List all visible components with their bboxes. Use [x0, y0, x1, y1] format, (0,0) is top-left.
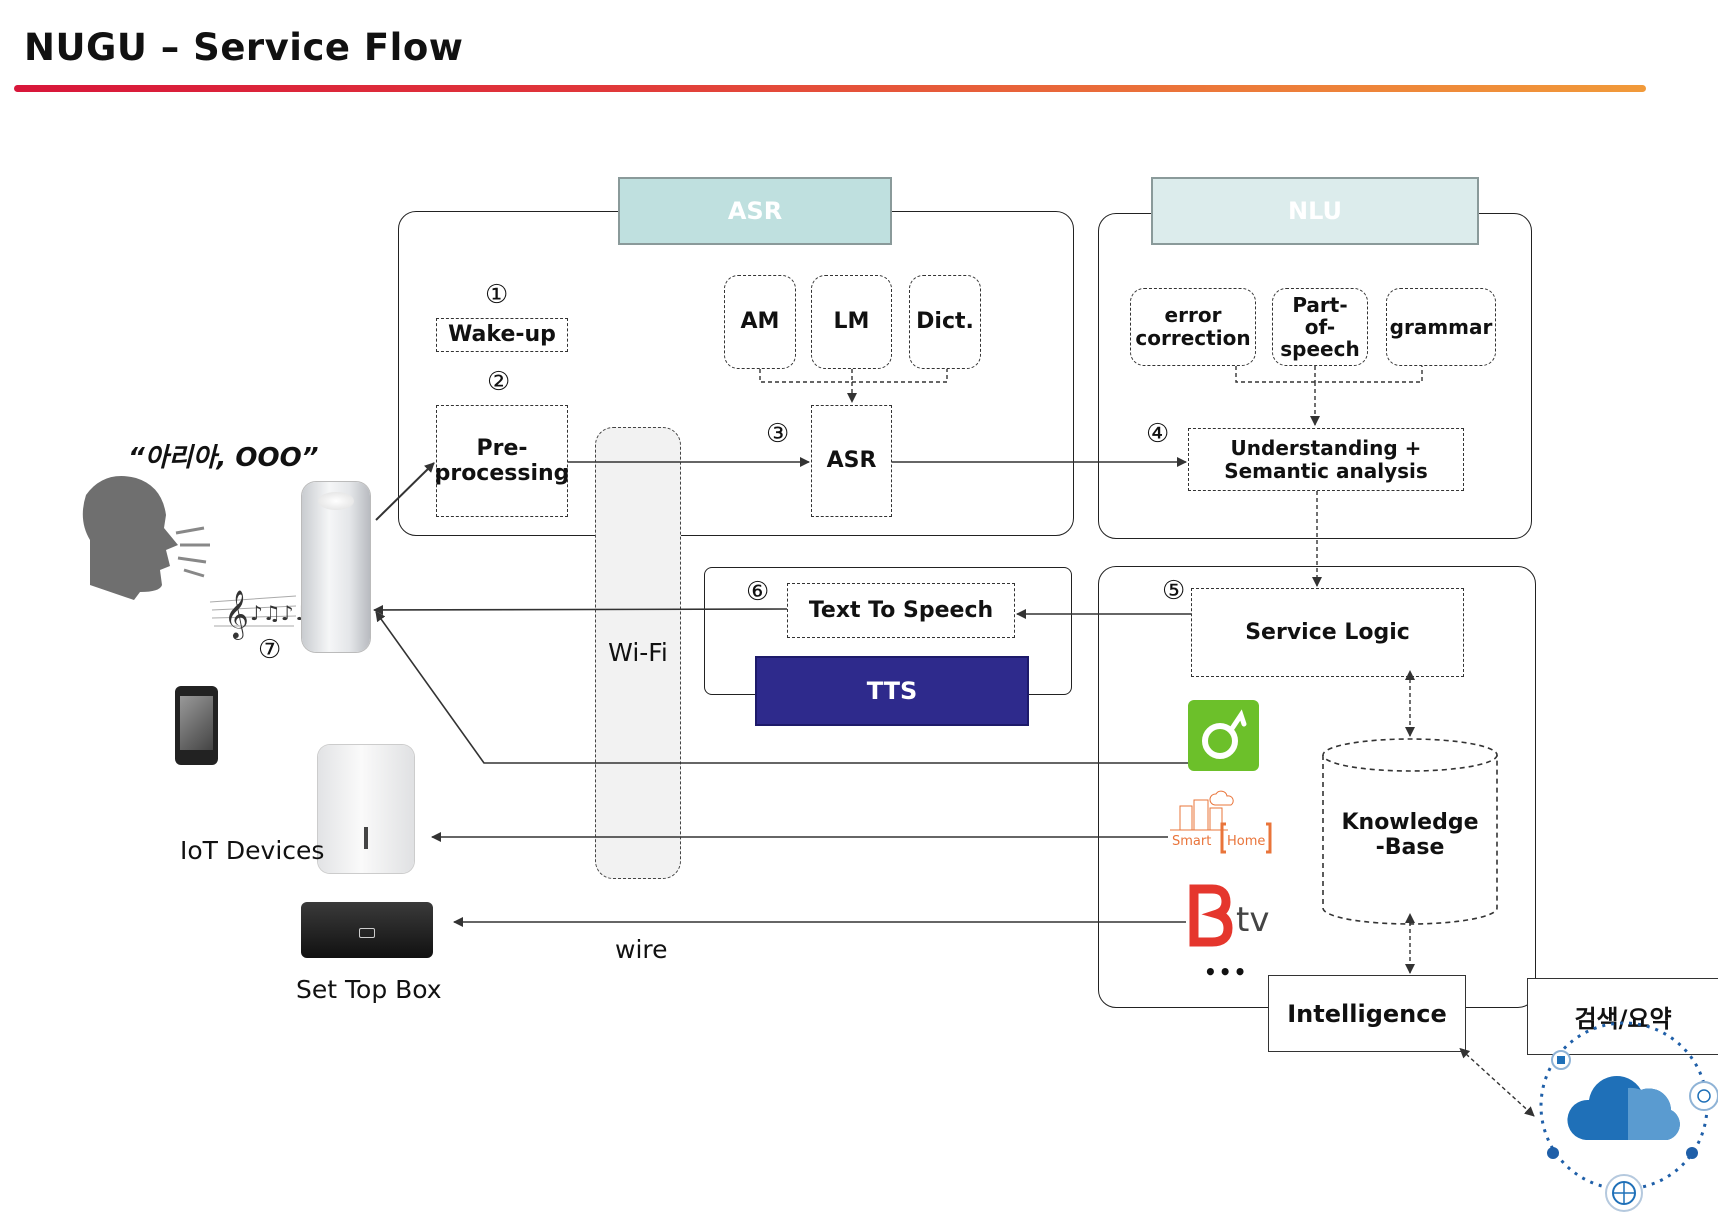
iot-dehumidifier-device — [318, 745, 414, 873]
music-app-logo — [1188, 700, 1259, 771]
svg-text:Smart: Smart — [1172, 834, 1211, 849]
step-4-marker: ④ — [1146, 419, 1170, 449]
asr-header: ASR — [618, 177, 892, 245]
btv-logo: tv — [1186, 884, 1272, 947]
preprocessing-label: Pre- processing — [434, 435, 570, 486]
wake-up-box: Wake-up — [436, 318, 568, 352]
asr-box: ASR — [811, 405, 892, 517]
text-to-speech-box: Text To Speech — [787, 583, 1015, 638]
understanding-box: Understanding + Semantic analysis — [1188, 428, 1464, 491]
knowledge-base-text: Knowledge -Base — [1341, 810, 1479, 861]
search-summary-box: 검색/요약 — [1527, 978, 1718, 1055]
svg-text:Home: Home — [1227, 834, 1265, 849]
more-services-ellipsis: ••• — [1204, 960, 1249, 984]
svg-text:♪♫♪♫: ♪♫♪♫ — [250, 601, 311, 625]
understanding-label: Understanding + Semantic analysis — [1224, 435, 1428, 483]
intelligence-box: Intelligence — [1268, 975, 1466, 1052]
lm-box: LM — [811, 275, 892, 369]
music-note-icon — [1202, 709, 1247, 759]
svg-text:𝄞: 𝄞 — [224, 589, 249, 640]
knowledge-base-label: Knowledge -Base — [1323, 810, 1497, 861]
dehumidifier-indicator — [364, 827, 368, 849]
btv-icon: tv — [1189, 884, 1269, 947]
preprocessing-box: Pre- processing — [434, 405, 570, 517]
set-top-box-device — [301, 902, 433, 958]
error-correction-box: error correction — [1130, 288, 1256, 366]
page-title: NUGU – Service Flow — [24, 26, 464, 69]
dict-box: Dict. — [909, 275, 981, 369]
speaker-top-light — [318, 492, 354, 510]
nugu-speaker-device — [302, 482, 370, 652]
am-box: AM — [724, 275, 796, 369]
wire-label: wire — [615, 935, 668, 964]
step-5-marker: ⑤ — [1162, 576, 1186, 606]
service-logic-box: Service Logic — [1191, 588, 1464, 677]
wake-utterance: “아리아, OOO” — [128, 443, 319, 473]
smart-home-logo: Smart Home — [1168, 790, 1272, 858]
svg-text:tv: tv — [1236, 900, 1269, 940]
part-of-speech-label: Part- of- speech — [1280, 293, 1360, 361]
stb-logo — [359, 928, 375, 938]
iot-devices-label: IoT Devices — [180, 836, 325, 865]
title-underline — [14, 85, 1646, 92]
step-6-marker: ⑥ — [746, 577, 770, 607]
smartphone-device — [175, 686, 218, 765]
part-of-speech-box: Part- of- speech — [1272, 288, 1368, 366]
set-top-box-label: Set Top Box — [296, 975, 442, 1004]
wifi-channel — [595, 427, 681, 879]
step-1-marker: ① — [485, 280, 509, 310]
tts-engine-box: TTS — [755, 656, 1029, 726]
nlu-header: NLU — [1151, 177, 1479, 245]
phone-screen — [180, 696, 213, 750]
step-7-marker: ⑦ — [258, 635, 282, 665]
step-3-marker: ③ — [766, 419, 790, 449]
smart-home-icon: Smart Home — [1170, 790, 1272, 854]
step-2-marker: ② — [487, 367, 511, 397]
wifi-label: Wi-Fi — [608, 638, 668, 667]
error-correction-label: error correction — [1135, 303, 1251, 350]
grammar-box: grammar — [1386, 288, 1496, 366]
